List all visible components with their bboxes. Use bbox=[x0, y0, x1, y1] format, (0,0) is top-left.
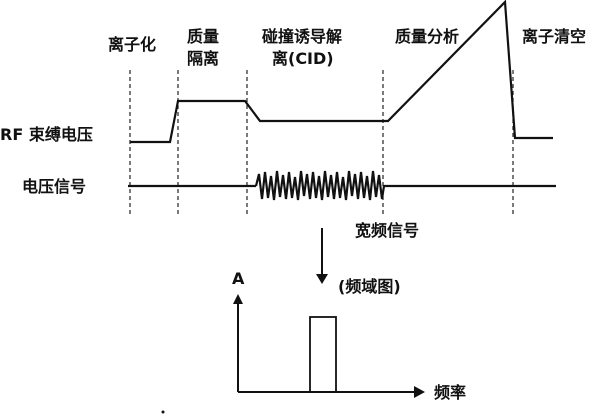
broadband-signal-burst bbox=[254, 170, 386, 201]
spectrum-x-axis-arrowhead bbox=[414, 386, 425, 398]
broadband-signal-label: 宽频信号 bbox=[355, 221, 419, 240]
row-voltage-signal-label: 电压信号 bbox=[22, 177, 86, 196]
spectrum-band bbox=[309, 316, 337, 393]
stray-dot bbox=[161, 410, 165, 414]
frequency-spectrum-plot: A 频率 bbox=[232, 269, 466, 402]
rf-trap-voltage-waveform bbox=[130, 0, 553, 144]
frequency-domain-label: (频域图) bbox=[338, 277, 401, 296]
row-rf-trap-voltage-label: RF 束缚电压 bbox=[0, 125, 93, 144]
spectrum-y-axis-label: A bbox=[232, 269, 245, 288]
spectrum-x-axis-label: 频率 bbox=[434, 383, 466, 402]
stage-mass-isolation-label-2: 隔离 bbox=[187, 49, 219, 68]
stage-cid-label-2: 离(CID) bbox=[272, 49, 334, 68]
spectrum-y-axis-arrowhead bbox=[233, 294, 243, 304]
stage-cid-label-1: 碰撞诱导解 bbox=[262, 27, 342, 46]
stage-ion-clearing-label: 离子清空 bbox=[522, 27, 586, 46]
stage-mass-isolation-label-1: 质量 bbox=[187, 27, 219, 46]
stage-ionization-label: 离子化 bbox=[108, 35, 156, 54]
stage-mass-analysis-label: 质量分析 bbox=[395, 27, 459, 46]
down-arrow-head bbox=[316, 274, 328, 284]
